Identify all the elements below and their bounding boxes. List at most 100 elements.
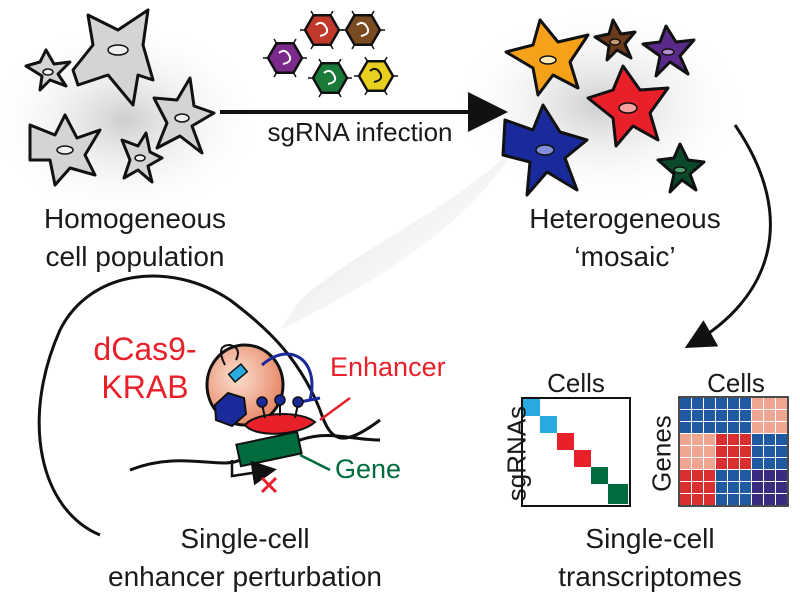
heatmap-cell (680, 494, 691, 505)
green-cell (656, 142, 706, 194)
heatmap-cell (704, 398, 715, 409)
heatmap-cell (740, 482, 751, 493)
heatmap-cell (716, 446, 727, 457)
homogeneous-line2: cell population (45, 241, 225, 272)
heterogeneous-line2: ‘mosaic’ (574, 241, 676, 272)
heatmap-cell (692, 470, 703, 481)
heatmap-cell (704, 422, 715, 433)
virus-particle (300, 10, 344, 50)
heatmap-cell (716, 494, 727, 505)
enhancer-label-text: Enhancer (330, 352, 446, 382)
red-cell (586, 64, 670, 148)
perturbation-line1: Single-cell (180, 523, 310, 554)
heatmap-cell (764, 422, 775, 433)
virus-particle (263, 38, 307, 78)
gene-pointer (299, 453, 331, 472)
heatmap-cell (692, 494, 703, 505)
brown-cell (593, 18, 637, 62)
blue-cell (501, 103, 589, 197)
heatmap-cell (764, 482, 775, 493)
heatmap-cell (680, 482, 691, 493)
dna-loop (37, 274, 381, 537)
gene-heatmap (678, 396, 789, 507)
heatmap-cell (740, 398, 751, 409)
enhancer-pointer (319, 396, 351, 422)
heatmap-cell (716, 458, 727, 469)
sgrna-block (557, 433, 574, 450)
heterogeneous-label: Heterogeneous ‘mosaic’ (490, 200, 760, 276)
heatmap-cell (716, 482, 727, 493)
heatmap-cell (716, 470, 727, 481)
heatmap-cell (692, 446, 703, 457)
transcription-arrow (230, 460, 277, 486)
heatmap-cell (704, 494, 715, 505)
heatmap-cell (752, 482, 763, 493)
heatmap-cell (776, 494, 787, 505)
sgrna-block (523, 399, 540, 416)
heatmap-cell (728, 410, 739, 421)
perturbation-line2: enhancer perturbation (108, 561, 382, 592)
heatmap-cell (704, 410, 715, 421)
heatmap-cell (752, 410, 763, 421)
heatmap-cell (776, 446, 787, 457)
heatmap-cell (776, 410, 787, 421)
heatmap-cell (680, 422, 691, 433)
gene-label: Gene (335, 454, 435, 485)
heatmap-cell (752, 470, 763, 481)
heatmap-cell (764, 458, 775, 469)
heatmap-cell (680, 446, 691, 457)
heatmap-cell (704, 434, 715, 445)
heatmap-cell (764, 434, 775, 445)
virus-particle (308, 58, 352, 98)
heatmap-cell (764, 446, 775, 457)
matrix2-top-label: Cells (682, 368, 790, 399)
repression-arc (261, 352, 314, 401)
dcas9-label: dCas9- KRAB (70, 330, 220, 406)
matrix1-side-label: sgRNAs (502, 399, 533, 509)
heatmap-cell (740, 422, 751, 433)
heatmap-cell (776, 458, 787, 469)
dcas9-line2: KRAB (101, 369, 189, 405)
heatmap-cell (764, 470, 775, 481)
sgrna-block (591, 467, 608, 484)
heatmap-cell (740, 446, 751, 457)
heatmap-cell (728, 470, 739, 481)
virus-particle (354, 56, 398, 96)
heatmap-cell (728, 422, 739, 433)
matrix1-top-text: Cells (547, 368, 605, 398)
heatmap-cell (752, 494, 763, 505)
heatmap-cell (752, 434, 763, 445)
matrix1-side-text: sgRNAs (501, 405, 532, 502)
heatmap-cell (692, 434, 703, 445)
infection-label: sgRNA infection (235, 117, 485, 148)
heatmap-cell (728, 458, 739, 469)
gene-label-text: Gene (335, 454, 402, 484)
heatmap-cell (752, 422, 763, 433)
transcriptomes-label: Single-cell transcriptomes (520, 520, 780, 596)
grey-cell (24, 48, 72, 92)
magnification-cone (280, 140, 520, 330)
grey-cell (71, 8, 155, 107)
heatmap-cell (776, 434, 787, 445)
transcriptomes-line1: Single-cell (585, 523, 715, 554)
sgrna-block (608, 484, 628, 504)
heatmap-cell (728, 398, 739, 409)
heatmap-cell (716, 422, 727, 433)
heterogeneous-line1: Heterogeneous (529, 203, 721, 234)
grey-cell (120, 131, 164, 184)
homogeneous-label: Homogeneous cell population (0, 200, 270, 276)
heatmap-frame (678, 396, 789, 507)
heatmap-cell (704, 482, 715, 493)
gene-element (235, 430, 303, 468)
virus-particle (341, 10, 385, 50)
transcriptome-arrow (684, 124, 772, 348)
enhancer-label: Enhancer (330, 352, 470, 383)
heatmap-cell (764, 410, 775, 421)
heatmap-cell (692, 482, 703, 493)
heatmap-cell (680, 434, 691, 445)
heatmap-cell (704, 446, 715, 457)
heatmap-cell (740, 494, 751, 505)
matrix2-top-text: Cells (707, 368, 765, 398)
sgrna-matrix (521, 397, 631, 507)
